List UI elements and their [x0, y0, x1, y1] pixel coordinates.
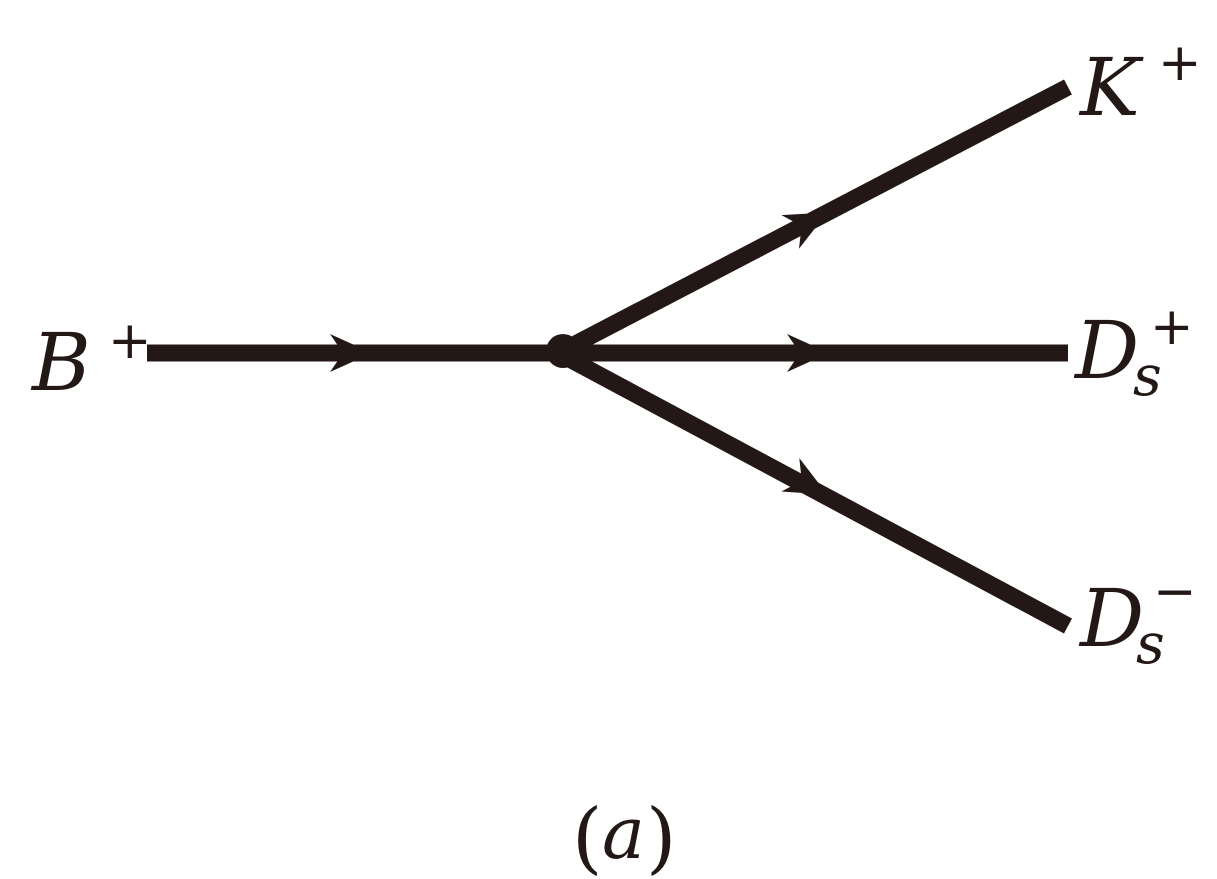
particle-subscript-ds-plus: s — [1133, 344, 1162, 409]
figure-caption-label: a — [602, 791, 645, 875]
particle-label-ds-plus: D — [1073, 304, 1139, 397]
particle-subscript-ds-minus: s — [1136, 612, 1165, 677]
interaction-vertex — [546, 334, 580, 368]
particle-charge-b: + — [108, 311, 152, 371]
particle-charge-ds-plus: + — [1150, 297, 1194, 357]
particle-charge-ds-minus: − — [1153, 562, 1197, 622]
figure-caption-open-paren: ( — [572, 793, 602, 879]
particle-label-k: K — [1078, 41, 1144, 134]
arrow-icon — [781, 212, 828, 249]
arrow-icon — [781, 458, 828, 495]
arrow-icon — [330, 334, 372, 372]
arrow-icon — [787, 334, 829, 372]
particle-label-ds-minus: D — [1078, 572, 1144, 665]
figure-caption-close-paren: ) — [646, 793, 676, 879]
particle-label-b: B — [30, 316, 91, 409]
particle-charge-k: + — [1158, 33, 1202, 93]
